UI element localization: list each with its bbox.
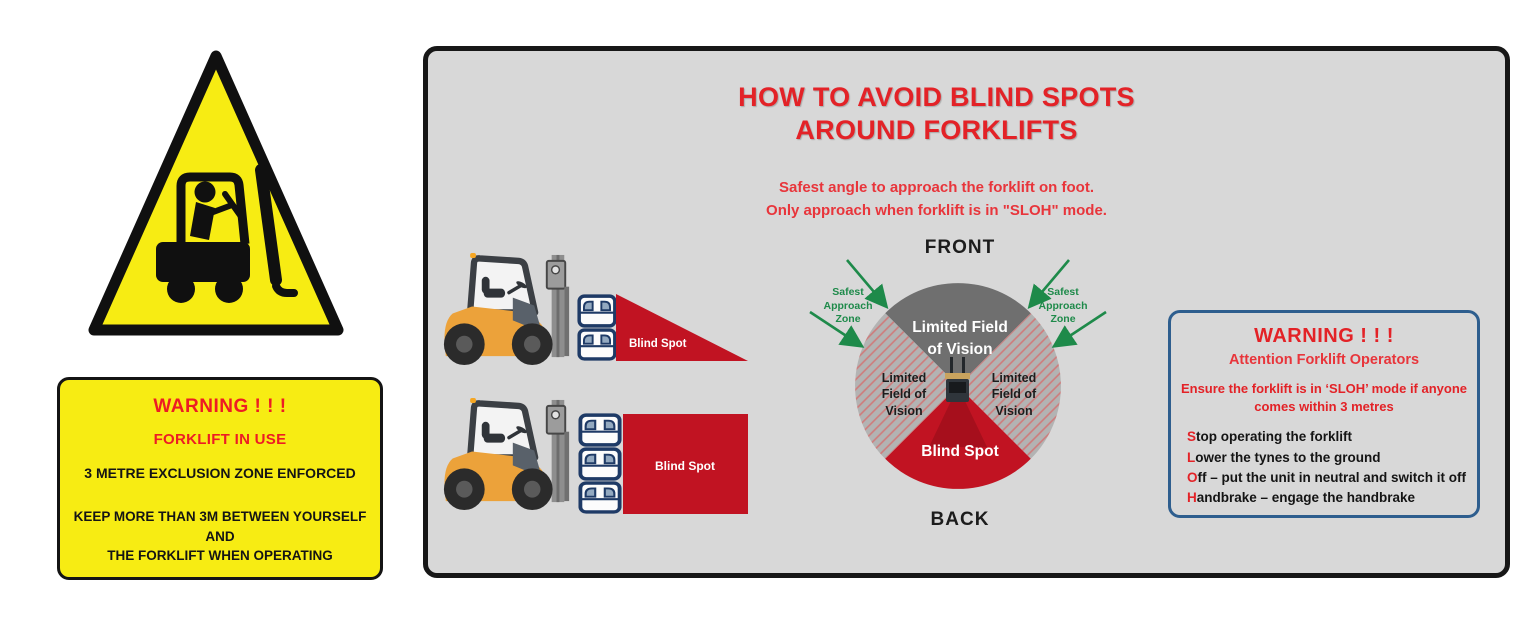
cargo-crate: [578, 481, 622, 514]
approach-arrow: [1051, 310, 1107, 348]
forklift-pictogram-icon: [156, 164, 298, 303]
forklift-illustration: Blind Spot: [437, 395, 748, 514]
limited-vision-right-label: Limited Field of Vision: [991, 371, 1037, 418]
limited-vision-front-wedge: [885, 283, 1031, 386]
keep-distance-text: KEEP MORE THAN 3M BETWEEN YOURSELF AND T…: [73, 509, 367, 564]
vision-diagram: FRONT BACK Limited Field of Vision Limit…: [795, 231, 1125, 551]
limited-vision-left-wedge: [855, 313, 958, 459]
operator-warning-box: WARNING ! ! ! Attention Forklift Operato…: [1168, 310, 1480, 518]
limited-vision-left-label: Limited Field of Vision: [881, 371, 927, 418]
limited-vision-right-wedge: [958, 313, 1061, 459]
ensure-sloh-text: Ensure the forklift is in ‘SLOH’ mode if…: [1180, 381, 1468, 415]
operator-warning-title: WARNING ! ! !: [1254, 325, 1394, 347]
sloh-item-lower: Lower the tynes to the ground: [1187, 449, 1381, 465]
blind-spots-poster-panel: HOW TO AVOID BLIND SPOTS AROUND FORKLIFT…: [423, 46, 1510, 578]
forklift-scene-raised-load: Blind Spot: [437, 249, 752, 374]
safest-approach-zone-label: Safest Approach Zone: [1038, 286, 1088, 326]
center-forklift-top-icon: [929, 357, 987, 447]
approach-arrow: [846, 259, 889, 309]
blind-spot-triangle: [616, 294, 748, 361]
forklift-in-use-warning-box: WARNING ! ! ! FORKLIFT IN USE 3 METRE EX…: [57, 377, 383, 580]
safest-approach-zone-label: Safest Approach Zone: [823, 286, 873, 326]
operator-warning-subtitle: Attention Forklift Operators: [1228, 352, 1420, 368]
forklift-in-use-text: FORKLIFT IN USE: [153, 431, 287, 448]
sloh-item-handbrake: Handbrake – engage the handbrake: [1187, 490, 1416, 506]
sloh-item-off: Off – put the unit in neutral and switch…: [1187, 469, 1466, 485]
blind-spot-label: Blind Spot: [629, 338, 687, 350]
blind-spot-rectangle: [623, 414, 748, 514]
vision-circle: [809, 259, 1107, 489]
back-label: BACK: [930, 509, 990, 530]
sloh-list: Stop operating the forklift Lower the ty…: [1187, 427, 1477, 508]
front-label: FRONT: [924, 237, 996, 258]
cargo-crate: [577, 328, 617, 361]
warning-triangle-icon: [88, 50, 344, 336]
warning-title: WARNING ! ! !: [153, 396, 287, 417]
exclusion-zone-text: 3 METRE EXCLUSION ZONE ENFORCED: [84, 465, 356, 481]
blind-spot-back-label: Blind Spot: [921, 443, 999, 460]
forklift-side-view: [444, 398, 569, 510]
cargo-crate: [578, 447, 622, 481]
poster-subtitle: Safest angle to approach the forklift on…: [766, 179, 1107, 219]
forklift-illustration: Blind Spot: [437, 249, 748, 374]
cargo-crate: [578, 413, 622, 447]
limited-vision-front-label: Limited Field of Vision: [912, 319, 1008, 358]
sloh-item-stop: Stop operating the forklift: [1187, 429, 1353, 445]
poster-title: HOW TO AVOID BLIND SPOTS AROUND FORKLIFT…: [738, 82, 1135, 145]
forklift-side-view: [444, 253, 569, 365]
forklift-scene-stacked-load: Blind Spot: [437, 395, 752, 520]
blind-spot-label: Blind Spot: [655, 459, 715, 473]
approach-arrow: [809, 310, 865, 348]
approach-arrow: [1027, 259, 1070, 309]
cargo-crate: [577, 294, 617, 328]
